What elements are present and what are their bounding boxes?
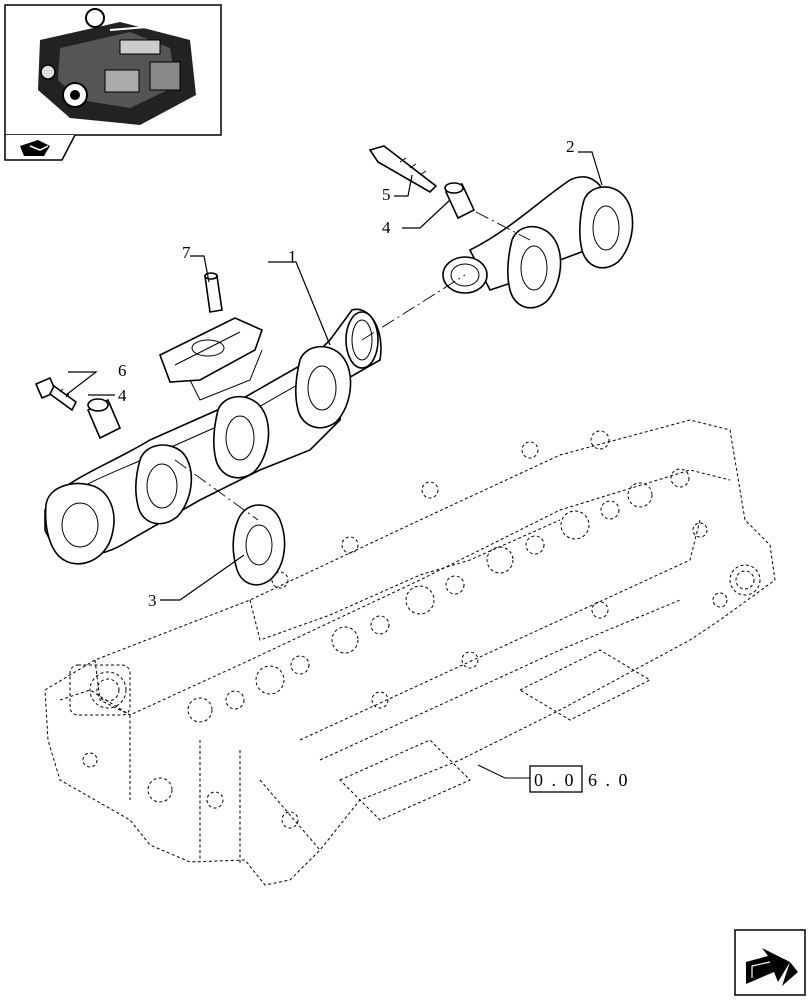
hex-bolt[interactable] bbox=[34, 376, 78, 412]
callout-6: 6 bbox=[118, 361, 127, 380]
next-page-button[interactable] bbox=[734, 929, 806, 996]
callout-2: 2 bbox=[566, 137, 575, 156]
manifold-stud[interactable] bbox=[204, 272, 223, 313]
spacer-sleeve-upper[interactable] bbox=[444, 182, 476, 220]
spacer-sleeve-lower[interactable] bbox=[86, 398, 122, 440]
engine-thumbnail-icon bbox=[38, 8, 196, 125]
book-arrow-icon bbox=[20, 140, 50, 156]
callout-4-upper: 4 bbox=[382, 218, 391, 237]
callout-7: 7 bbox=[182, 243, 191, 262]
exhaust-manifold-rear[interactable] bbox=[442, 176, 634, 309]
leader-lines bbox=[65, 151, 603, 601]
engine-thumbnail[interactable] bbox=[4, 4, 222, 161]
cylinder-head-outline bbox=[44, 419, 776, 886]
next-page-arrow-icon bbox=[746, 948, 798, 986]
stud-bolt[interactable] bbox=[368, 145, 438, 193]
gasket[interactable] bbox=[232, 504, 286, 586]
exhaust-manifold-front[interactable] bbox=[44, 308, 382, 565]
callout-1: 1 bbox=[288, 247, 297, 266]
reference-link[interactable]: 0 . 0 6 . 0 bbox=[529, 765, 630, 793]
callout-4-lower: 4 bbox=[118, 386, 127, 405]
callout-5: 5 bbox=[382, 185, 391, 204]
reference-rest-text: 6 . 0 bbox=[588, 770, 630, 790]
reference-boxed-text: 0 . 0 bbox=[534, 770, 576, 790]
center-lines bbox=[174, 211, 531, 521]
callout-3: 3 bbox=[148, 591, 157, 610]
